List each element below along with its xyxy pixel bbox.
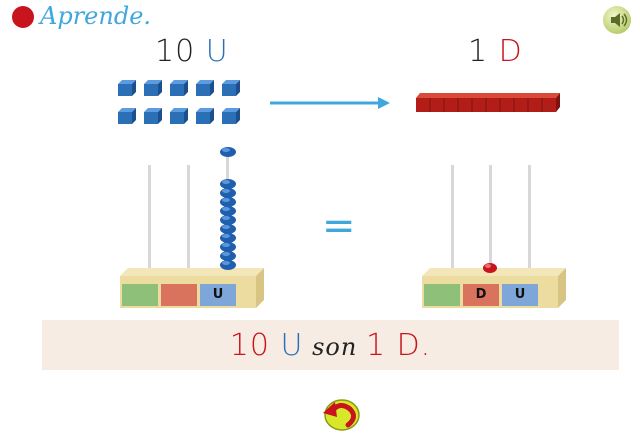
right-label-unit: D [498, 34, 523, 69]
right-abacus-tens-label: D [475, 287, 487, 302]
right-label-number: 1 [468, 34, 489, 69]
unit-cube [170, 80, 188, 96]
left-label: 10 U [155, 34, 229, 69]
illustration [118, 80, 566, 308]
unit-cube [118, 80, 136, 96]
unit-cube [222, 80, 240, 96]
sentence-tens: 10 U [229, 328, 304, 363]
undo-arrow-icon[interactable] [320, 395, 362, 431]
unit-cube [222, 108, 240, 124]
left-label-number: 10 [155, 34, 196, 69]
unit-cube [196, 108, 214, 124]
right-abacus [422, 165, 566, 308]
equals-sign: = [322, 203, 356, 249]
right-label: 1 D [468, 34, 523, 69]
unit-cubes [118, 80, 240, 124]
unit-cube [170, 108, 188, 124]
speaker-icon[interactable] [603, 6, 631, 34]
sentence: 10 U son 1 D. [42, 328, 619, 363]
left-label-unit: U [205, 34, 229, 69]
tens-bead [483, 263, 497, 273]
left-abacus-unit-label: U [212, 287, 224, 302]
unit-cube [118, 108, 136, 124]
right-abacus-unit-label: U [514, 287, 526, 302]
transform-arrow-icon [270, 97, 390, 109]
unit-cube [144, 80, 162, 96]
unit-cube [196, 80, 214, 96]
left-abacus [120, 147, 264, 308]
sentence-verb: son [303, 333, 366, 361]
page-title: Aprende. [40, 2, 152, 30]
sentence-bar [42, 320, 619, 370]
sentence-result: 1 D. [365, 328, 432, 363]
ten-rod [416, 93, 560, 112]
unit-cube [144, 108, 162, 124]
title-dot-icon [12, 6, 34, 28]
